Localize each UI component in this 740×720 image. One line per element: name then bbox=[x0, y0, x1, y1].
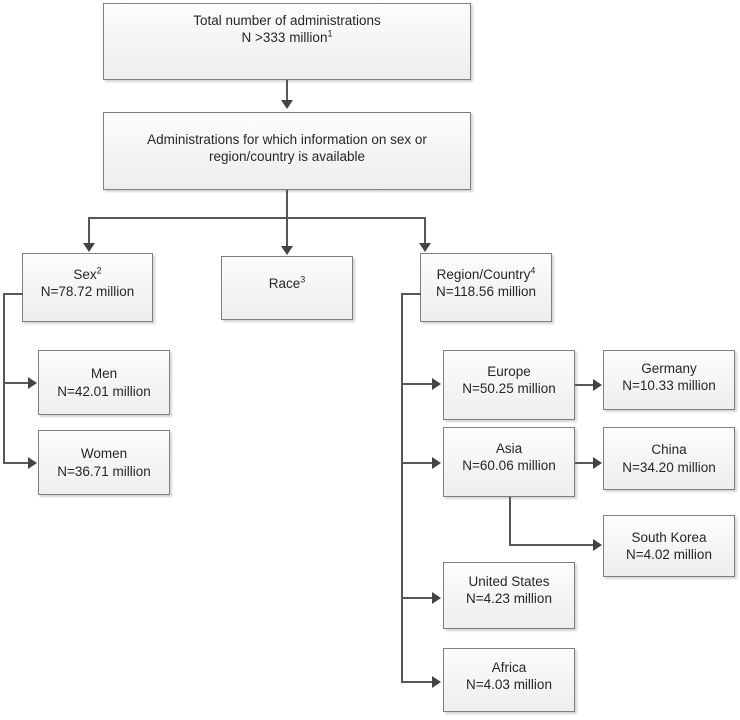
node-south-korea-line2: N=4.02 million bbox=[626, 547, 712, 562]
node-germany-line1: Germany bbox=[641, 361, 697, 376]
node-europe-line1: Europe bbox=[487, 364, 531, 379]
connector-region-to-europe bbox=[401, 383, 433, 385]
arrow-sex-to-men bbox=[28, 377, 37, 389]
arrow-asia-to-china bbox=[593, 457, 602, 469]
node-available-line1: Administrations for which information on… bbox=[147, 132, 427, 147]
node-south-korea-line1: South Korea bbox=[631, 529, 707, 545]
node-men: Men N=42.01 million bbox=[38, 350, 170, 415]
node-china-line1: China bbox=[651, 442, 687, 458]
footnote-marker-3: 3 bbox=[300, 274, 306, 285]
node-europe-line2: N=50.25 million bbox=[462, 381, 556, 397]
connector-asia-to-south-korea bbox=[509, 544, 595, 546]
connector-asia-down bbox=[509, 497, 511, 545]
node-united-states-line2: N=4.23 million bbox=[466, 591, 552, 607]
connector-sex-to-men bbox=[3, 382, 29, 384]
node-women: Women N=36.71 million bbox=[38, 430, 170, 495]
node-china-line2: N=34.20 million bbox=[622, 459, 716, 475]
arrow-sex-to-women bbox=[28, 457, 37, 469]
node-sex-line2: N=78.72 million bbox=[40, 284, 135, 300]
connector-bus-to-region bbox=[424, 217, 426, 245]
node-women-line2: N=36.71 million bbox=[57, 463, 151, 479]
node-sex-line1: Sex2 bbox=[73, 265, 102, 282]
arrow-region-to-united-states bbox=[432, 592, 441, 604]
node-united-states-line1: United States bbox=[468, 574, 550, 589]
arrow-bus-to-region bbox=[419, 243, 431, 252]
footnote-marker-2: 2 bbox=[96, 265, 102, 276]
node-race: Race3 bbox=[221, 256, 353, 320]
node-asia-line2: N=60.06 million bbox=[462, 458, 556, 474]
connector-bus-to-race bbox=[286, 217, 288, 248]
node-africa-line2: N=4.03 million bbox=[466, 677, 552, 693]
connector-bus-to-sex bbox=[88, 217, 90, 245]
node-total-line1: Total number of administrations bbox=[193, 13, 381, 28]
node-men-line2: N=42.01 million bbox=[57, 383, 151, 399]
connector-sex-trunk bbox=[3, 293, 5, 463]
arrow-total-to-available bbox=[281, 100, 293, 109]
node-race-line1: Race3 bbox=[268, 274, 306, 291]
node-south-korea: South Korea N=4.02 million bbox=[603, 515, 735, 577]
node-available-line2: region/country is available bbox=[208, 149, 366, 165]
node-region-line2: N=118.56 million bbox=[436, 284, 536, 300]
node-men-line1: Men bbox=[90, 366, 118, 382]
node-africa: Africa N=4.03 million bbox=[443, 648, 575, 712]
arrow-region-to-asia bbox=[432, 457, 441, 469]
node-region-country: Region/Country4 N=118.56 million bbox=[420, 253, 552, 322]
connector-europe-to-germany bbox=[575, 384, 595, 386]
node-africa-line1: Africa bbox=[491, 660, 527, 675]
node-total-line2: N >333 million1 bbox=[241, 28, 333, 46]
connector-region-to-africa bbox=[401, 681, 433, 683]
node-region-line1: Region/Country4 bbox=[436, 265, 536, 282]
node-total-administrations: Total number of administrations N >333 m… bbox=[103, 3, 471, 80]
arrow-bus-to-race bbox=[281, 246, 293, 255]
node-china: China N=34.20 million bbox=[603, 427, 735, 490]
connector-region-to-asia bbox=[401, 462, 433, 464]
connector-available-down bbox=[286, 190, 288, 217]
connector-region-left-stub bbox=[401, 293, 421, 295]
connector-sex-left-stub bbox=[3, 293, 23, 295]
connector-asia-to-china bbox=[575, 462, 595, 464]
connector-region-trunk bbox=[401, 293, 403, 681]
node-administrations-available: Administrations for which information on… bbox=[103, 112, 471, 190]
node-women-line1: Women bbox=[80, 446, 128, 462]
node-sex: Sex2 N=78.72 million bbox=[22, 253, 153, 322]
connector-region-to-united-states bbox=[401, 597, 433, 599]
connector-branch-bus bbox=[88, 217, 425, 219]
arrow-bus-to-sex bbox=[83, 243, 95, 252]
node-germany-line2: N=10.33 million bbox=[622, 378, 716, 394]
node-asia-line1: Asia bbox=[495, 441, 523, 456]
footnote-marker-1: 1 bbox=[327, 28, 333, 39]
arrow-asia-to-south-korea bbox=[593, 539, 602, 551]
node-europe: Europe N=50.25 million bbox=[443, 350, 575, 420]
node-united-states: United States N=4.23 million bbox=[443, 562, 575, 629]
node-asia: Asia N=60.06 million bbox=[443, 427, 575, 497]
arrow-europe-to-germany bbox=[593, 379, 602, 391]
connector-sex-to-women bbox=[3, 462, 29, 464]
footnote-marker-4: 4 bbox=[530, 265, 536, 276]
arrow-region-to-africa bbox=[432, 676, 441, 688]
connector-total-to-available bbox=[286, 80, 288, 103]
node-germany: Germany N=10.33 million bbox=[603, 350, 735, 410]
arrow-region-to-europe bbox=[432, 378, 441, 390]
